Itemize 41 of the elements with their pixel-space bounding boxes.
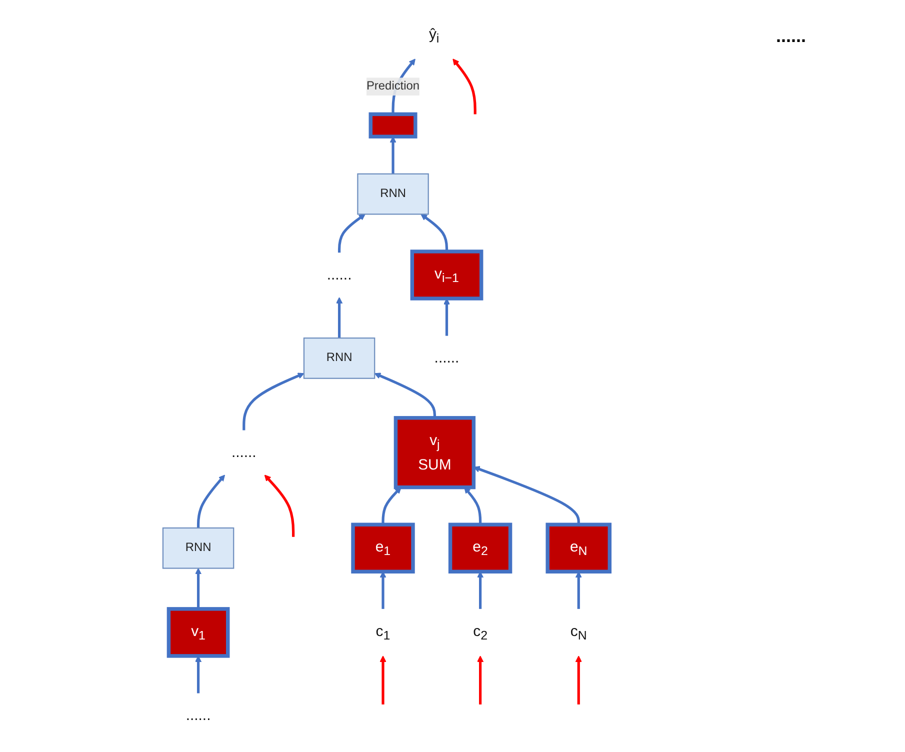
node-box: RNN: [356, 173, 429, 215]
arrow: [194, 656, 202, 694]
node-text: c$_{1}$: [375, 623, 390, 643]
node-text: ......: [326, 266, 352, 284]
arrow: [389, 136, 396, 174]
arrow: [473, 466, 580, 525]
arrow: [575, 571, 582, 609]
arrow: [379, 656, 386, 704]
node-box: e$_{1}$: [350, 522, 415, 574]
arrow: [420, 214, 448, 252]
node-text: ......: [434, 350, 459, 366]
arrow: [476, 571, 484, 609]
node-text: ......: [231, 444, 256, 461]
arrow: [381, 487, 402, 525]
node-bar: [368, 112, 417, 138]
arrow: [338, 214, 366, 253]
node-box: RNN: [162, 527, 234, 569]
arrow: [194, 568, 202, 609]
arrow: [464, 487, 482, 525]
node-text: c$_{N}$: [570, 623, 587, 643]
ellipsis-label: ......: [776, 26, 806, 47]
arrow: [575, 656, 582, 704]
edge-label: Prediction: [366, 80, 420, 93]
node-text: ......: [186, 707, 210, 724]
node-box: e$_{N}$: [545, 522, 612, 574]
arrow: [374, 372, 436, 418]
arrow: [379, 571, 386, 609]
arrow: [452, 58, 476, 114]
node-text: ŷ$_{i}$: [428, 26, 439, 46]
node-box: v$_{i−1}$: [410, 250, 483, 300]
arrow: [264, 474, 294, 537]
node-box: RNN: [303, 338, 375, 379]
arrow: [196, 474, 225, 528]
node-box: v$_{j}$ SUM: [394, 416, 476, 490]
arrow: [336, 297, 342, 338]
node-text: c$_{2}$: [472, 623, 488, 643]
node-box: e$_{2}$: [448, 522, 512, 574]
arrow: [242, 372, 304, 430]
arrow: [476, 656, 484, 704]
node-box: v$_{1}$: [166, 607, 230, 658]
arrow: [443, 298, 450, 336]
